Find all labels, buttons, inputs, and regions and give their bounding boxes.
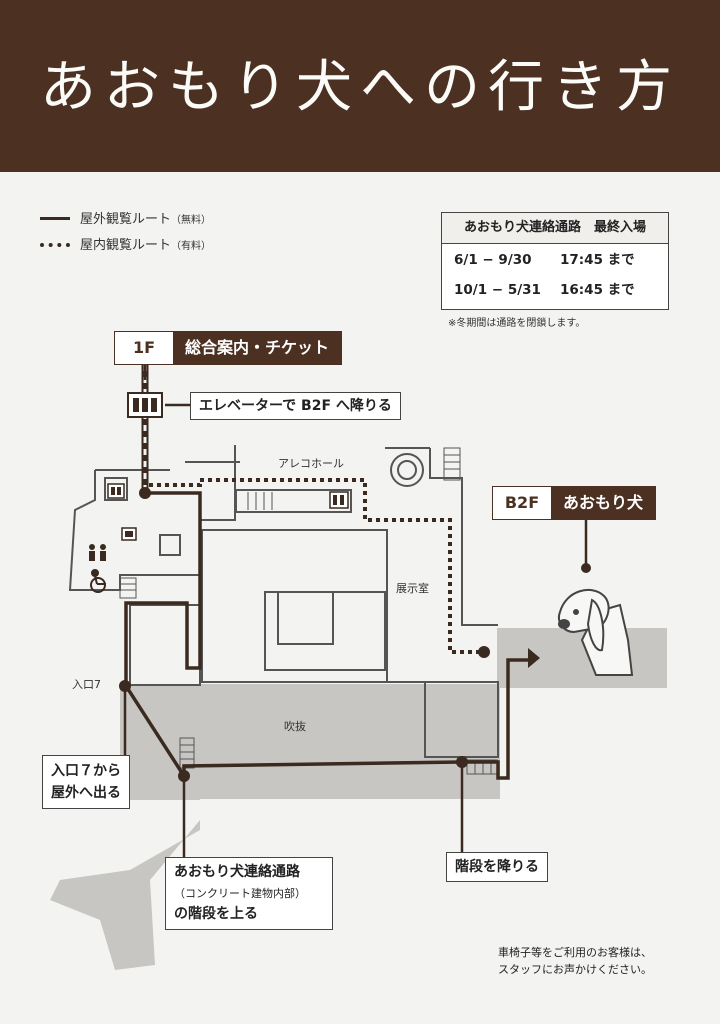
outdoor-path-shade <box>50 700 200 970</box>
b2f-anchor <box>581 563 591 573</box>
elevator-icon <box>127 392 163 418</box>
callout-line: 入口７から <box>51 763 121 779</box>
hours-period: 10/1 − 5/31 <box>454 282 541 298</box>
header-band: あおもり犬への行き方 <box>0 0 720 172</box>
floor-level: 1F <box>115 332 173 364</box>
dotted-line-swatch <box>40 243 70 247</box>
floor-b2f-label: B2F あおもり犬 <box>492 486 657 520</box>
legend-outdoor-label: 屋外観覧ルート <box>80 212 172 227</box>
elevator-step-callout: エレベーターで B2F へ降りる <box>190 392 401 420</box>
footer-line: 車椅子等をご利用のお客様は、 <box>498 946 652 959</box>
route-arrowhead <box>528 648 540 668</box>
legend-indoor-label: 屋内観覧ルート <box>80 238 172 253</box>
restroom-icon <box>89 483 349 561</box>
hours-period: 6/1 − 9/30 <box>454 252 532 268</box>
hours-time: 17:45 まで <box>560 252 635 268</box>
entrance7-label: 入口7 <box>72 678 101 691</box>
callout-line: の階段を上る <box>174 906 258 922</box>
callout-line: あおもり犬連絡通路 <box>174 864 300 880</box>
callout-line: 屋外へ出る <box>51 785 121 801</box>
wheelchair-note: 車椅子等をご利用のお客様は、 スタッフにお声かけください。 <box>498 944 652 978</box>
floor-name: あおもり犬 <box>551 487 656 519</box>
b2f-shade <box>497 628 667 688</box>
exit-step-callout: 入口７から 屋外へ出る <box>42 755 130 809</box>
hours-row-summer: 6/1 − 9/30 17:45 まで <box>442 244 668 274</box>
page-title: あおもり犬への行き方 <box>40 55 680 120</box>
floor-level: B2F <box>493 487 551 519</box>
legend-indoor-note: （有料） <box>171 241 212 252</box>
climb-step-callout: あおもり犬連絡通路 （コンクリート建物内部） の階段を上る <box>165 857 333 930</box>
winter-closure-note: ※冬期間は通路を閉鎖します。 <box>448 318 586 329</box>
legend-outdoor-note: （無料） <box>171 215 212 226</box>
shaded-areas <box>50 628 667 970</box>
hours-row-winter: 10/1 − 5/31 16:45 まで <box>442 274 668 304</box>
atrium-label: 吹抜 <box>284 720 306 733</box>
stairs <box>119 447 498 775</box>
dog-statue-icon <box>558 588 634 676</box>
last-entry-box: あおもり犬連絡通路 最終入場 6/1 − 9/30 17:45 まで 10/1 … <box>441 212 669 310</box>
wheelchair-icon <box>90 569 106 593</box>
route-nodes <box>119 487 490 782</box>
floor-name: 総合案内・チケット <box>173 332 342 364</box>
floor-1f-label: 1F 総合案内・チケット <box>114 331 343 365</box>
solid-line-swatch <box>40 217 70 220</box>
hours-time: 16:45 まで <box>560 282 635 298</box>
exhibition-room-label: 展示室 <box>396 582 429 595</box>
last-entry-title: あおもり犬連絡通路 最終入場 <box>442 213 668 244</box>
areco-hall-label: アレコホール <box>278 457 344 470</box>
footer-line: スタッフにお声かけください。 <box>498 963 652 976</box>
descend-step-callout: 階段を降りる <box>446 852 548 882</box>
dome <box>390 453 424 487</box>
indoor-route-line <box>143 465 484 654</box>
callout-line: （コンクリート建物内部） <box>174 887 306 900</box>
